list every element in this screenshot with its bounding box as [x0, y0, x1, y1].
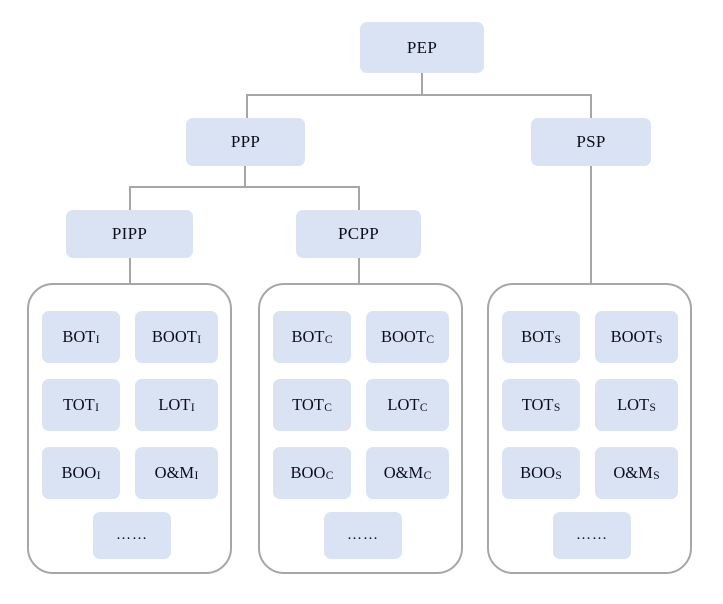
leaf-base: LOT: [617, 395, 650, 414]
leaf-ellipsis-s[interactable]: ……: [553, 512, 631, 559]
leaf-base: LOT: [387, 395, 420, 414]
leaf-base: LOT: [158, 395, 191, 414]
connector-psp-to-group: [590, 166, 592, 284]
ellipsis-label: ……: [116, 527, 148, 543]
leaf-base: BOT: [291, 327, 325, 346]
connector-to-psp: [590, 94, 592, 118]
connector-pep-bus: [246, 94, 592, 96]
node-pcpp-label: PCPP: [338, 224, 379, 243]
leaf-subscript: S: [653, 470, 660, 482]
leaf-subscript: C: [325, 470, 334, 482]
leaf-subscript: S: [655, 334, 663, 346]
leaf-base: BOO: [290, 463, 326, 482]
leaf-subscript: S: [649, 402, 656, 414]
leaf-ellipsis-i[interactable]: ……: [93, 512, 171, 559]
leaf-base: O&M: [613, 463, 653, 482]
node-pipp-label: PIPP: [111, 224, 148, 243]
leaf-base: BOOT: [151, 327, 197, 346]
leaf-base: BOO: [61, 463, 97, 482]
connector-to-ppp: [246, 94, 248, 118]
connector-ppp-stem: [244, 166, 246, 186]
leaf-subscript: I: [190, 402, 195, 414]
leaf-base: TOT: [521, 395, 554, 414]
leaf-subscript: I: [96, 470, 101, 482]
leaf-base: TOT: [62, 395, 95, 414]
leaf-subscript: C: [324, 334, 333, 346]
leaf-subscript: C: [419, 402, 428, 414]
connector-ppp-bus: [129, 186, 360, 188]
node-pipp[interactable]: PIPP: [66, 210, 193, 258]
connector-to-pcpp: [358, 186, 360, 210]
connector-pep-stem: [421, 73, 423, 94]
leaf-ellipsis-c[interactable]: ……: [324, 512, 402, 559]
leaf-base: BOT: [521, 327, 555, 346]
leaf-subscript: I: [197, 334, 202, 346]
leaf-base: O&M: [383, 463, 424, 482]
connector-pipp-to-group: [129, 258, 131, 284]
leaf-base: TOT: [292, 395, 324, 414]
leaf-base: BOOT: [381, 327, 426, 346]
leaf-subscript: C: [426, 334, 434, 346]
leaf-base: O&M: [154, 463, 195, 482]
leaf-subscript: I: [194, 470, 199, 482]
leaf-subscript: S: [554, 334, 561, 346]
connector-to-pipp: [129, 186, 131, 210]
leaf-subscript: I: [95, 334, 100, 346]
leaf-base: BOT: [62, 327, 96, 346]
leaf-base: BOO: [520, 463, 556, 482]
leaf-subscript: C: [423, 470, 432, 482]
ellipsis-label: ……: [347, 527, 379, 543]
node-psp[interactable]: PSP: [531, 118, 651, 166]
node-pep-label: PEP: [406, 37, 438, 57]
node-pep[interactable]: PEP: [360, 22, 484, 73]
node-psp-label: PSP: [576, 132, 606, 151]
node-ppp-label: PPP: [230, 132, 261, 151]
leaf-subscript: S: [555, 470, 562, 482]
leaf-base: BOOT: [610, 327, 656, 346]
connector-pcpp-to-group: [358, 258, 360, 284]
leaf-subscript: C: [324, 402, 332, 414]
leaf-subscript: I: [95, 402, 99, 414]
leaf-subscript: S: [553, 402, 561, 414]
ellipsis-label: ……: [576, 527, 608, 543]
node-ppp[interactable]: PPP: [186, 118, 305, 166]
node-pcpp[interactable]: PCPP: [296, 210, 421, 258]
